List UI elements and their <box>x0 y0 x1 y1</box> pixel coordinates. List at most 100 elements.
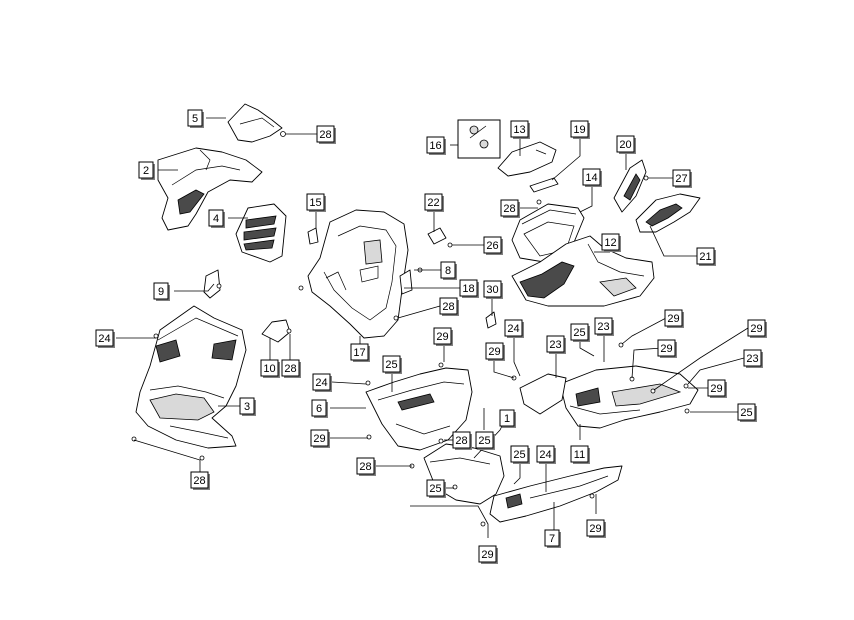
callout-box <box>743 349 762 367</box>
callout-box <box>616 135 635 153</box>
callout-15: 15 <box>306 193 326 212</box>
callout-10: 10 <box>260 359 280 378</box>
callout-number: 17 <box>353 347 365 359</box>
callout-13: 13 <box>510 120 530 139</box>
callout-number: 8 <box>445 265 451 277</box>
callout-19: 19 <box>570 120 590 139</box>
callout-number: 28 <box>193 475 205 487</box>
callout-box <box>281 359 300 377</box>
callout-box <box>478 545 497 563</box>
callout-box <box>601 233 620 251</box>
callout-box <box>426 479 445 497</box>
callout-30: 30 <box>483 280 503 299</box>
callout-number: 14 <box>585 172 597 184</box>
part-6-side-panel <box>365 367 473 451</box>
callout-26: 26 <box>483 236 503 255</box>
callout-number: 13 <box>513 124 525 136</box>
callout-22: 22 <box>424 193 444 212</box>
callout-18: 18 <box>459 279 479 298</box>
callout-number: 29 <box>667 313 679 325</box>
part-7-underbody-panel <box>489 465 623 523</box>
callout-number: 25 <box>429 483 441 495</box>
callout-25: 25 <box>475 431 495 450</box>
callout-box <box>382 355 401 373</box>
callout-number: 29 <box>481 549 493 561</box>
callout-number: 24 <box>507 323 519 335</box>
callout-box <box>544 529 560 547</box>
part-15-bracket <box>307 227 319 245</box>
callout-6: 6 <box>311 399 328 418</box>
callout-29: 29 <box>664 309 684 328</box>
callout-box <box>570 323 589 341</box>
part-step-panel <box>519 373 567 415</box>
callout-29: 29 <box>586 519 606 538</box>
callout-box <box>546 335 565 353</box>
callout-number: 29 <box>660 343 672 355</box>
callout-box <box>440 261 456 279</box>
callout-29: 29 <box>485 342 505 361</box>
callout-number: 25 <box>478 435 490 447</box>
callout-8: 8 <box>440 261 457 280</box>
callout-number: 28 <box>442 301 454 313</box>
callout-box <box>586 519 605 537</box>
callout-box <box>499 409 515 427</box>
callout-29: 29 <box>707 379 727 398</box>
callout-box <box>306 193 325 211</box>
callout-2: 2 <box>138 161 155 180</box>
callout-number: 28 <box>319 129 331 141</box>
part-13-glovebox-lid <box>497 141 557 177</box>
callout-box <box>153 282 169 300</box>
callout-1: 1 <box>499 409 516 428</box>
callout-box <box>510 445 529 463</box>
callout-number: 2 <box>143 165 149 177</box>
callout-number: 23 <box>746 353 758 365</box>
callout-box <box>452 431 471 449</box>
callout-number: 27 <box>675 173 687 185</box>
part-5-top-cover <box>227 103 283 143</box>
callout-number: 25 <box>385 359 397 371</box>
callout-number: 29 <box>589 523 601 535</box>
callout-28: 28 <box>281 359 301 378</box>
callout-9: 9 <box>153 282 170 301</box>
callout-28: 28 <box>356 457 376 476</box>
callout-number: 9 <box>158 286 164 298</box>
callout-box <box>260 359 279 377</box>
callout-box <box>696 247 715 265</box>
callout-28: 28 <box>316 125 336 144</box>
callout-box <box>536 445 555 463</box>
callout-29: 29 <box>478 545 498 564</box>
callout-12: 12 <box>601 233 621 252</box>
callout-14: 14 <box>582 168 602 187</box>
callout-number: 11 <box>574 449 585 461</box>
callout-number: 23 <box>549 339 561 351</box>
part-17-leg-shield <box>307 209 409 339</box>
callout-number: 15 <box>309 197 321 209</box>
callout-box <box>426 136 445 154</box>
callout-box <box>737 403 756 421</box>
callout-27: 27 <box>672 169 692 188</box>
callout-number: 26 <box>486 240 498 252</box>
callout-box <box>747 319 766 337</box>
callout-number: 24 <box>315 377 327 389</box>
part-9-clip <box>203 269 221 299</box>
callout-number: 23 <box>597 321 609 333</box>
callout-number: 18 <box>462 283 474 295</box>
callout-25: 25 <box>737 403 757 422</box>
callout-number: 29 <box>313 433 325 445</box>
callout-box <box>570 120 589 138</box>
callout-28: 28 <box>452 431 472 450</box>
callout-24: 24 <box>536 445 556 464</box>
callout-box <box>190 471 209 489</box>
callout-number: 28 <box>284 363 296 375</box>
callout-25: 25 <box>382 355 402 374</box>
callout-number: 29 <box>436 331 448 343</box>
callout-25: 25 <box>510 445 530 464</box>
part-22-fitting <box>427 227 447 245</box>
callout-25: 25 <box>570 323 590 342</box>
callout-number: 1 <box>504 413 510 425</box>
callout-box <box>570 445 589 463</box>
callout-box <box>138 161 154 179</box>
callout-7: 7 <box>544 529 561 548</box>
callout-number: 10 <box>263 363 275 375</box>
